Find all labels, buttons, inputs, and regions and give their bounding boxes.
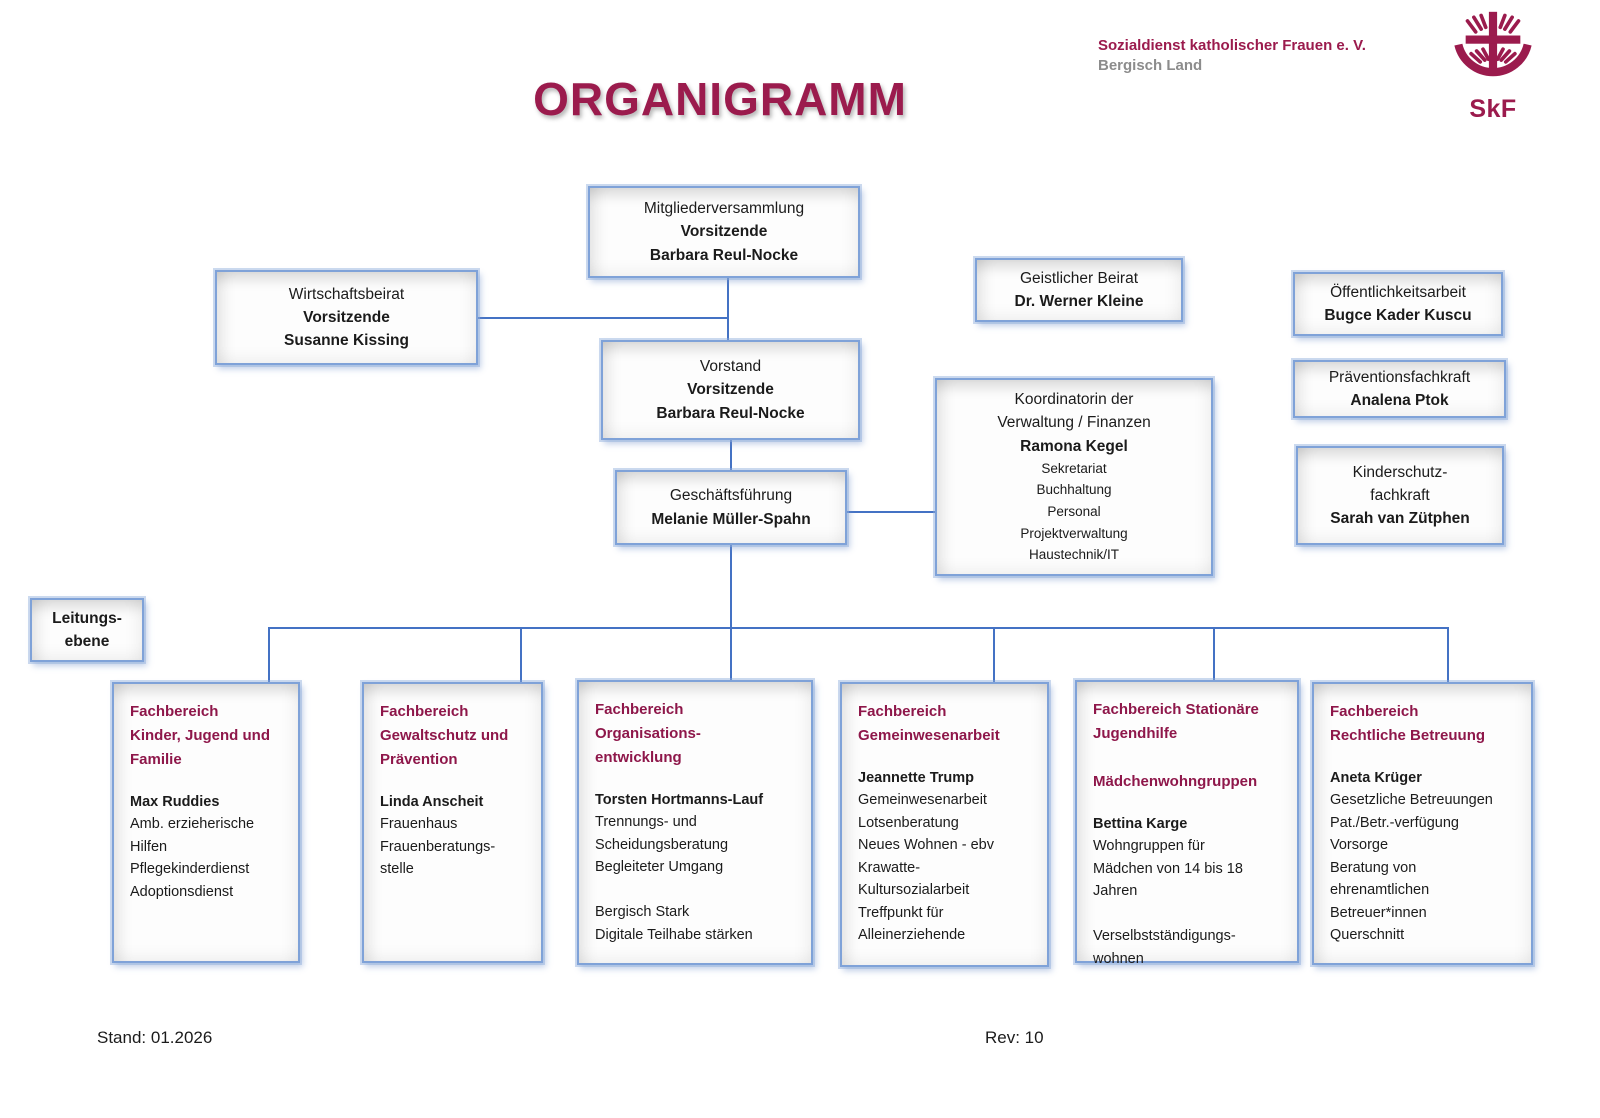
box-title: Mitgliederversammlung: [643, 200, 805, 218]
dept-lead: Linda Anscheit: [380, 794, 484, 810]
box-person: Vorsitzende Barbara Reul-Nocke: [656, 381, 805, 422]
footer-stand: Stand: 01.2026: [97, 1028, 213, 1047]
dept-services: Gesetzliche Betreuungen Pat./Betr.-verfü…: [1330, 792, 1493, 944]
connector-drop-6: [1447, 627, 1449, 682]
org-box-geschaeftsfuehrung: Geschäftsführung Melanie Müller-Spahn: [615, 470, 847, 545]
org-box-koordinatorin: Koordinatorin der Verwaltung / Finanzen …: [935, 378, 1213, 576]
dept-lead: Aneta Krüger: [1330, 770, 1422, 786]
box-title: Wirtschaftsbeirat: [288, 285, 405, 303]
org-box-mitgliederversammlung: Mitgliederversammlung Vorsitzende Barbar…: [588, 186, 860, 278]
box-person: Sarah van Zütphen: [1330, 510, 1470, 528]
box-person: Analena Ptok: [1350, 392, 1449, 409]
box-person: Vorsitzende Barbara Reul-Nocke: [649, 223, 799, 264]
box-person: Dr. Werner Kleine: [1014, 293, 1144, 310]
connector-wirtschaftsbeirat: [478, 317, 728, 319]
dept-box-gemeinwesenarbeit: Fachbereich Gemeinwesenarbeit Jeannette …: [840, 682, 1049, 967]
box-title: Geistlicher Beirat: [1019, 269, 1138, 287]
box-title: Geschäftsführung: [669, 487, 793, 505]
skf-logo: SkF: [1438, 10, 1548, 124]
connector-drop-2: [520, 627, 522, 682]
box-title: Koordinatorin der Verwaltung / Finanzen: [997, 391, 1151, 432]
dept-lead: Bettina Karge: [1093, 816, 1188, 832]
box-title: Leitungs- ebene: [52, 609, 122, 650]
connector-spine: [730, 545, 732, 682]
org-box-vorstand: Vorstand Vorsitzende Barbara Reul-Nocke: [601, 340, 860, 440]
dept-services: Wohngruppen für Mädchen von 14 bis 18 Ja…: [1093, 838, 1243, 967]
dept-title: Fachbereich Stationäre Jugendhilfe Mädch…: [1093, 701, 1259, 790]
dept-title: Fachbereich Gemeinwesenarbeit: [858, 703, 1000, 744]
page-title: ORGANIGRAMM: [533, 73, 907, 125]
box-title: Öffentlichkeitsarbeit: [1330, 283, 1466, 301]
dept-title: Fachbereich Kinder, Jugend und Familie: [130, 703, 271, 768]
dept-box-stationaere-jugendhilfe: Fachbereich Stationäre Jugendhilfe Mädch…: [1075, 680, 1299, 967]
dept-services: Frauenhaus Frauenberatungs- stelle: [380, 816, 496, 878]
box-title: Kinderschutz- fachkraft: [1352, 463, 1448, 504]
connector-drop-5: [1213, 627, 1215, 682]
connector-vorstand-geschaeftsfuehrung: [730, 440, 732, 470]
org-box-leitungsebene: Leitungs- ebene: [30, 598, 144, 662]
dept-title: Fachbereich Rechtliche Betreuung: [1330, 703, 1486, 744]
org-box-wirtschaftsbeirat: Wirtschaftsbeirat Vorsitzende Susanne Ki…: [215, 270, 478, 365]
dept-lead: Torsten Hortmanns-Lauf: [595, 792, 764, 808]
connector-mitglieder-vorstand: [727, 278, 729, 340]
connector-bar: [268, 627, 1448, 629]
skf-cross-icon: [1454, 11, 1532, 77]
org-identity: Sozialdienst katholischer Frauen e. V. B…: [1098, 36, 1366, 77]
dept-lead: Jeannette Trump: [858, 770, 975, 786]
box-person: Bugce Kader Kuscu: [1324, 307, 1472, 324]
dept-services: Trennungs- und Scheidungsberatung Beglei…: [595, 814, 753, 943]
connector-drop-1: [268, 627, 270, 682]
box-person: Melanie Müller-Spahn: [651, 510, 811, 528]
dept-title: Fachbereich Organisations- entwicklung: [595, 701, 701, 766]
org-box-geistlicher-beirat: Geistlicher Beirat Dr. Werner Kleine: [975, 258, 1183, 322]
box-duties: Sekretariat Buchhaltung Personal Projekt…: [1020, 460, 1128, 563]
box-person: Ramona Kegel: [1020, 437, 1128, 455]
org-box-kinderschutzfachkraft: Kinderschutz- fachkraft Sarah van Zütphe…: [1296, 446, 1504, 545]
box-title: Vorstand: [699, 358, 762, 376]
dept-box-rechtliche-betreuung: Fachbereich Rechtliche Betreuung Aneta K…: [1312, 682, 1533, 965]
org-box-praeventionsfachkraft: Präventionsfachkraft Analena Ptok: [1293, 360, 1506, 418]
dept-box-gewaltschutz: Fachbereich Gewaltschutz und Prävention …: [362, 682, 543, 963]
connector-drop-4: [993, 627, 995, 682]
dept-lead: Max Ruddies: [130, 794, 220, 810]
box-title: Präventionsfachkraft: [1328, 368, 1471, 386]
dept-services: Amb. erzieherische Hilfen Pflegekinderdi…: [130, 816, 255, 900]
dept-title: Fachbereich Gewaltschutz und Prävention: [380, 703, 509, 768]
footer-rev: Rev: 10: [985, 1028, 1044, 1047]
dept-services: Gemeinwesenarbeit Lotsenberatung Neues W…: [858, 792, 994, 944]
box-person: Vorsitzende Susanne Kissing: [284, 308, 409, 350]
connector-koordinatorin: [847, 511, 935, 513]
org-box-oeffentlichkeitsarbeit: Öffentlichkeitsarbeit Bugce Kader Kuscu: [1293, 272, 1503, 336]
skf-logo-text: SkF: [1469, 95, 1517, 123]
dept-box-kinder-jugend-familie: Fachbereich Kinder, Jugend und Familie M…: [112, 682, 300, 963]
org-location: Bergisch Land: [1098, 57, 1203, 75]
org-name: Sozialdienst katholischer Frauen e. V.: [1098, 37, 1366, 54]
dept-box-organisationsentwicklung: Fachbereich Organisations- entwicklung T…: [577, 680, 813, 965]
